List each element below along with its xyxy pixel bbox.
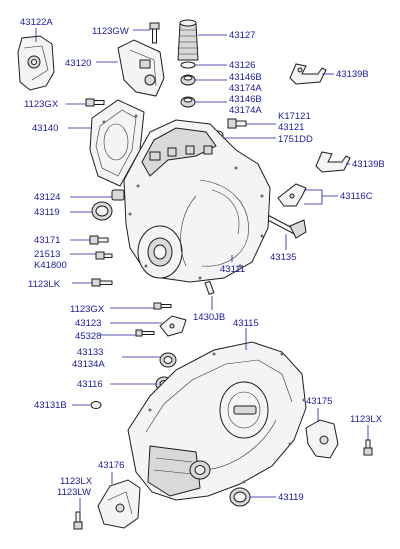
- bracket-43116c: [277, 183, 307, 207]
- oil-seal-43119-lower: [229, 487, 251, 507]
- plug-43121: [227, 118, 247, 129]
- label-1123lw: 1123LW: [57, 487, 91, 498]
- label-43146b-lower: 43146B: [229, 94, 262, 105]
- label-1123gx-middle: 1123GX: [70, 304, 105, 315]
- label-k17121: K17121: [278, 111, 311, 122]
- label-43121: 43121: [278, 122, 304, 133]
- label-43134a: 43134A: [72, 359, 105, 370]
- bracket-43176: [97, 479, 141, 529]
- label-43131b: 43131B: [34, 400, 67, 411]
- label-43122a: 43122A: [20, 17, 53, 28]
- label-43120: 43120: [65, 58, 91, 69]
- bolt-1123gw: [149, 22, 160, 44]
- label-43127: 43127: [229, 30, 255, 41]
- label-k41800: K41800: [34, 260, 67, 271]
- bolt-1123lx-bottom: [73, 511, 83, 530]
- oil-seal-43119-upper: [91, 201, 113, 221]
- label-43171: 43171: [34, 235, 60, 246]
- pipe-43135: [259, 211, 307, 239]
- label-1123gx-left: 1123GX: [24, 99, 59, 110]
- bolt-45328: [135, 329, 155, 337]
- label-1123lx-bottom: 1123LX: [60, 476, 93, 487]
- leader-lines: [35, 28, 369, 512]
- bushing-43124: [111, 189, 125, 201]
- label-43146b-upper: 43146B: [229, 72, 262, 83]
- ring-43126: [180, 61, 196, 69]
- label-1430jb: 1430JB: [193, 312, 225, 323]
- label-43119-upper: 43119: [34, 207, 60, 218]
- label-43111: 43111: [220, 264, 245, 275]
- label-43123: 43123: [75, 318, 101, 329]
- seal-43146b-lower: [180, 96, 196, 108]
- label-43124: 43124: [34, 192, 60, 203]
- bracket-43139b-upper: [289, 63, 327, 85]
- boot-43127: [177, 19, 199, 61]
- label-43133: 43133: [77, 347, 103, 358]
- label-1751dd: 1751DD: [278, 134, 313, 145]
- label-43139b-upper: 43139B: [336, 69, 369, 80]
- label-45328: 45328: [75, 331, 101, 342]
- bracket-43175: [305, 419, 339, 459]
- label-43175: 43175: [306, 396, 332, 407]
- label-1123lx-right: 1123LX: [350, 414, 383, 425]
- label-1123gw: 1123GW: [92, 26, 129, 37]
- bolt-43171: [89, 235, 109, 245]
- transaxle-case-43111: [123, 119, 271, 283]
- bolt-1123gx-middle: [153, 302, 172, 310]
- bracket-43123: [159, 315, 187, 337]
- bracket-43139b-lower: [315, 151, 351, 173]
- bolt-1123lk: [91, 278, 113, 287]
- label-43140: 43140: [32, 123, 58, 134]
- cap-43131b: [90, 401, 102, 409]
- label-43115: 43115: [233, 318, 259, 329]
- label-43119-lower: 43119: [278, 492, 304, 503]
- plug-21513: [95, 251, 113, 260]
- bolt-1123lx-right: [363, 439, 373, 456]
- part-labels: 43122A 1123GW 43127 43120 43126 43139B 4…: [20, 17, 385, 503]
- label-43116c: 43116C: [340, 191, 373, 202]
- label-43116: 43116: [77, 379, 103, 390]
- label-21513: 21513: [34, 249, 60, 260]
- label-1123lk: 1123LK: [28, 279, 61, 290]
- seal-43133: [159, 352, 177, 368]
- pin-1430jb: [204, 280, 215, 295]
- label-43174a-lower: 43174A: [229, 105, 262, 116]
- bracket-43120: [117, 39, 165, 97]
- label-43139b-lower: 43139B: [352, 159, 385, 170]
- label-43126: 43126: [229, 60, 255, 71]
- seal-43146b-upper: [180, 74, 196, 86]
- label-43135: 43135: [270, 252, 296, 263]
- bolt-1123gx-left: [85, 98, 105, 107]
- clutch-housing-43115: [127, 341, 307, 501]
- label-43176: 43176: [98, 460, 124, 471]
- mount-bracket-43122a: [17, 35, 55, 91]
- label-43174a-upper: 43174A: [229, 83, 262, 94]
